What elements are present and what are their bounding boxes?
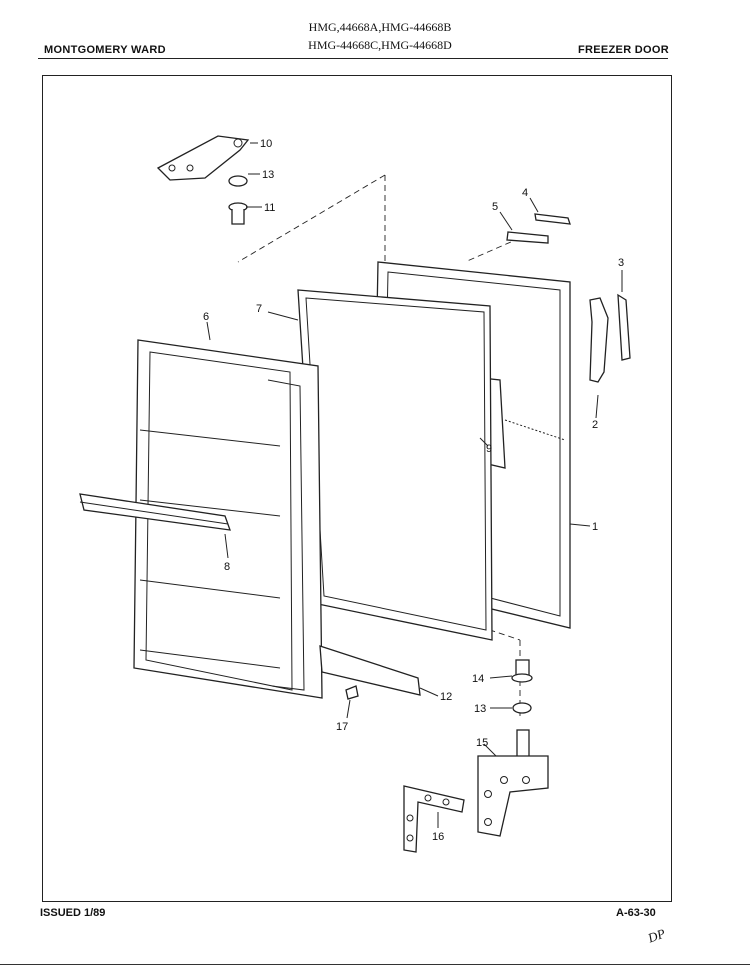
model-line-1: HMG,44668A,HMG-44668B [308,20,452,34]
callout-16: 16 [432,831,444,843]
callout-5: 5 [492,201,498,213]
callout-13-bottom: 13 [474,703,486,715]
callout-9: 9 [486,443,492,455]
top-hinge-plate [156,135,250,181]
callout-17: 17 [336,721,348,733]
handle-trim-strip [617,293,631,361]
bottom-cap [319,645,421,696]
model-numbers: HMG,44668A,HMG-44668B HMG-44668C,HMG-446… [250,18,510,54]
callout-1: 1 [592,521,598,533]
door-shelf-bar [79,493,231,531]
lower-hinge-pin [511,659,533,683]
diagram-frame [42,75,672,902]
callout-8: 8 [224,561,230,573]
model-line-2: HMG-44668C,HMG-44668D [308,38,452,52]
top-washer [228,175,248,187]
inner-door-liner [133,339,323,699]
section-label: FREEZER DOOR [578,44,669,56]
door-gasket [297,289,493,641]
callout-3: 3 [618,257,624,269]
callout-12: 12 [440,691,452,703]
part-4-block [534,213,571,225]
top-bushing [228,202,248,225]
callout-2: 2 [592,419,598,431]
page-code: A-63-30 [616,907,656,919]
brand-label: MONTGOMERY WARD [44,44,166,56]
bottom-washer [512,702,532,714]
header-rule [38,58,668,59]
door-handle [589,297,609,383]
callout-11: 11 [264,202,275,214]
callout-4: 4 [522,187,528,199]
callout-13-top: 13 [262,169,274,181]
callout-7: 7 [256,303,262,315]
callout-6: 6 [203,311,209,323]
clip-17 [345,685,359,700]
part-5-block [506,231,549,244]
bottom-hinge-bracket [477,729,549,837]
callout-15: 14 [472,673,484,685]
angle-bracket [403,785,465,853]
bottom-edge-rule [0,964,750,965]
callout-10: 10 [260,138,272,150]
callout-14: 15 [476,737,488,749]
issued-label: ISSUED 1/89 [40,907,106,919]
